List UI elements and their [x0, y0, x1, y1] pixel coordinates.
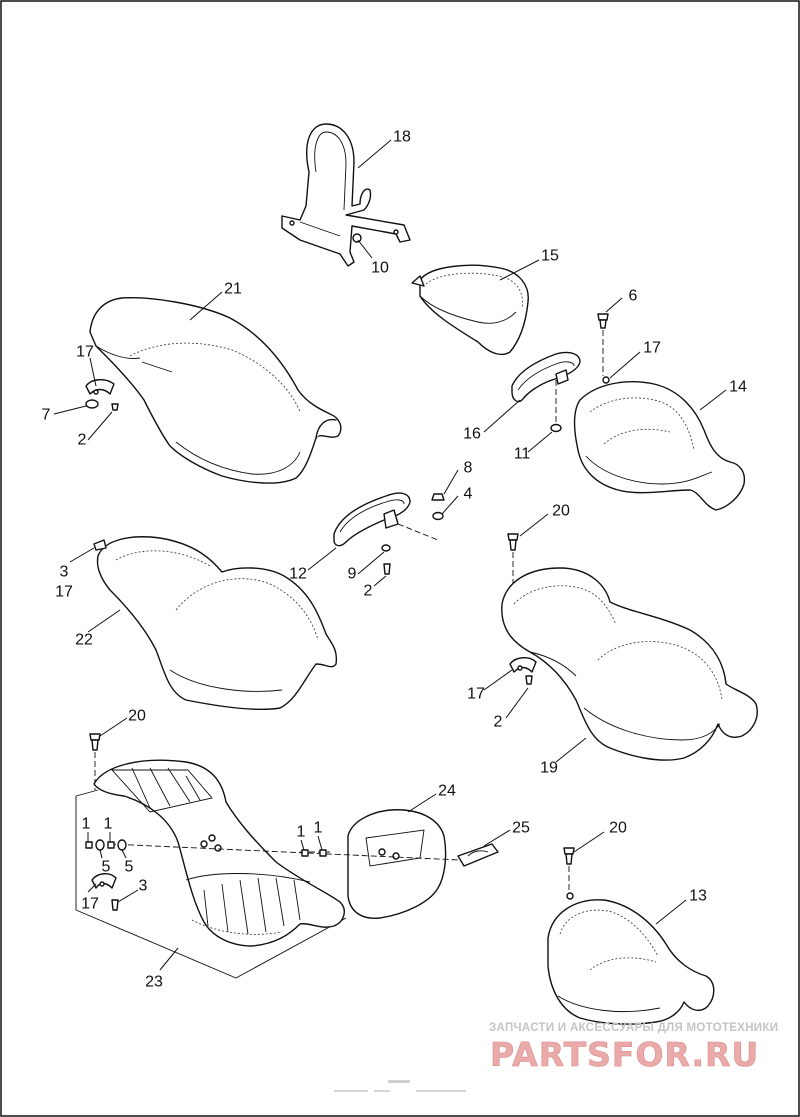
- label-2-b: 2: [364, 583, 373, 600]
- part-15-pillion-pad: [411, 264, 529, 356]
- label-2-c: 2: [494, 714, 503, 731]
- label-20-b: 20: [128, 708, 146, 725]
- label-23: 23: [145, 974, 163, 991]
- label-25: 25: [512, 820, 530, 837]
- part-17-bracket-right: [509, 657, 537, 673]
- label-5-a: 5: [102, 859, 111, 876]
- label-22: 22: [75, 632, 93, 649]
- part-2-screw-a: [111, 403, 119, 411]
- part-20-bolt-b: [89, 733, 101, 790]
- watermark-tagline: ЗАПЧАСТИ И АКСЕССУАРЫ ДЛЯ МОТОТЕХНИКИ: [489, 1022, 778, 1034]
- part-23-seat: [93, 759, 345, 947]
- label-20-c: 20: [609, 820, 627, 837]
- label-11: 11: [514, 446, 531, 463]
- label-17-e: 17: [81, 896, 99, 913]
- label-17-a: 17: [76, 344, 94, 361]
- watermark-brand: PARTSFOR.RU: [490, 1035, 759, 1074]
- part-20-bolt-a: [507, 533, 519, 590]
- label-4: 4: [464, 486, 473, 503]
- label-21: 21: [224, 281, 242, 298]
- part-24-backrest: [347, 809, 447, 919]
- part-14-solo-seat: [573, 376, 746, 511]
- part-17-bracket-23: [91, 873, 117, 889]
- label-3-a: 3: [60, 564, 69, 581]
- label-1-d: 1: [314, 820, 323, 837]
- label-16: 16: [463, 426, 481, 443]
- label-9: 9: [348, 566, 357, 583]
- label-7: 7: [42, 407, 51, 424]
- part-16-strap: [511, 351, 581, 403]
- part-13-solo-seat: [547, 892, 715, 1025]
- label-15: 15: [541, 248, 559, 265]
- label-1-a: 1: [82, 816, 91, 833]
- part-21-two-up-seat: [89, 296, 342, 484]
- part-3-screw-23: [111, 899, 119, 911]
- label-6: 6: [629, 288, 638, 305]
- part-17-bracket-left-upper: [85, 379, 115, 395]
- part-18-sissy-bar: [281, 123, 411, 267]
- label-3-b: 3: [139, 878, 148, 895]
- part-25-badge: [457, 843, 499, 867]
- leader-lines: [53, 139, 727, 971]
- label-1-b: 1: [104, 816, 113, 833]
- part-22-seat: [93, 536, 338, 710]
- label-17-d: 17: [467, 686, 485, 703]
- label-19: 19: [540, 760, 558, 777]
- part-12-strap: [333, 492, 411, 547]
- footer-smudge: [334, 1080, 466, 1092]
- part-6-bolt: [597, 313, 609, 376]
- label-1-c: 1: [297, 824, 306, 841]
- part-2-screw-b: [383, 563, 391, 575]
- label-12: 12: [289, 566, 307, 583]
- label-17-b: 17: [643, 340, 661, 357]
- watermark: ЗАПЧАСТИ И АКСЕССУАРЫ ДЛЯ МОТОТЕХНИКИ PA…: [489, 1022, 778, 1074]
- label-18: 18: [393, 129, 411, 146]
- label-10: 10: [371, 260, 389, 277]
- label-2-a: 2: [78, 432, 87, 449]
- label-5-b: 5: [125, 859, 134, 876]
- part-4-washer: [432, 511, 444, 521]
- label-24: 24: [438, 783, 456, 800]
- label-13: 13: [689, 888, 707, 905]
- part-1-screws: [85, 841, 327, 857]
- part-23-seat-base-panel: [75, 789, 347, 979]
- part-19-seat: [501, 567, 758, 761]
- label-8: 8: [464, 460, 473, 477]
- part-11-nut: [550, 380, 562, 433]
- label-20-a: 20: [552, 503, 570, 520]
- part-8-nut: [431, 493, 445, 501]
- part-20-bolt-c: [563, 847, 575, 892]
- callout-labels: 18 10 15 21 6 17 17 14 7 2 16 11 8 4 20 …: [42, 129, 747, 991]
- label-17-c: 17: [55, 584, 73, 601]
- part-9-washer: [381, 544, 391, 552]
- label-14: 14: [729, 379, 747, 396]
- part-2-screw-c: [525, 675, 533, 685]
- part-7-washer: [85, 399, 99, 409]
